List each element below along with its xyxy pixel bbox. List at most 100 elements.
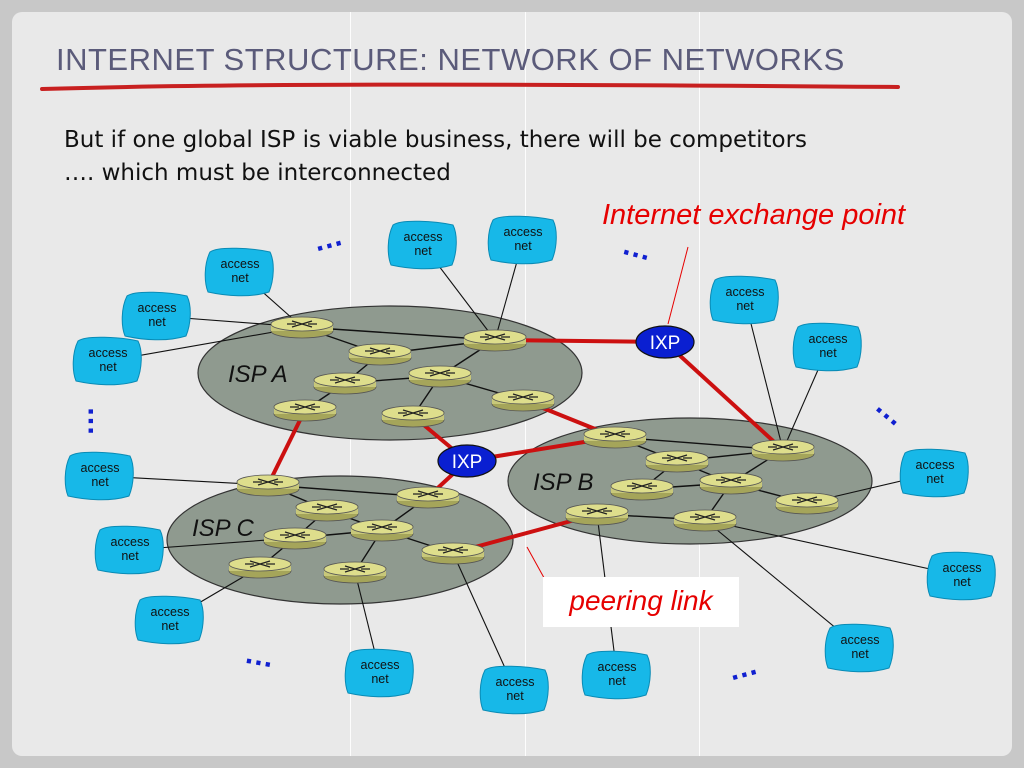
router-icon <box>323 561 387 584</box>
ixp-label: IXP <box>650 333 681 354</box>
access-net-label: net <box>608 674 626 688</box>
access-net-label: access <box>809 332 848 346</box>
access-net-label: access <box>89 346 128 360</box>
router-icon <box>228 556 292 579</box>
internal-link <box>301 326 496 341</box>
access-net-label: access <box>151 605 190 619</box>
peering-link <box>266 409 307 486</box>
router-icon <box>463 329 527 352</box>
ixp-label: IXP <box>452 452 483 473</box>
access-net-label: net <box>953 575 971 589</box>
access-net-label: access <box>841 633 880 647</box>
peering-link-callout: peering link <box>543 577 739 627</box>
access-net-label: net <box>371 672 389 686</box>
page-title: INTERNET STRUCTURE: NETWORK OF NETWORKS <box>56 42 845 77</box>
router-icon <box>565 503 629 526</box>
access-link <box>704 519 963 577</box>
access-net-label: access <box>221 257 260 271</box>
access-net-label: net <box>514 239 532 253</box>
access-net-label: net <box>231 271 249 285</box>
router-icon <box>775 492 839 515</box>
access-net-label: access <box>404 230 443 244</box>
ellipsis-more-networks: … <box>309 219 347 259</box>
ellipsis-more-networks: … <box>619 228 657 268</box>
router-icon <box>421 542 485 565</box>
access-net-label: net <box>851 647 869 661</box>
router-icon <box>295 499 359 522</box>
access-net-label: net <box>506 689 524 703</box>
callout-pointer <box>667 246 689 325</box>
access-net-label: access <box>943 561 982 575</box>
peering-link-callout-text: peering link <box>569 585 713 616</box>
subtitle-line-2: …. which must be interconnected <box>64 160 451 186</box>
ixp-callout: Internet exchange point <box>602 199 906 231</box>
ellipsis-more-networks: … <box>242 637 277 675</box>
router-icon <box>408 365 472 388</box>
isp-c-label: ISP C <box>192 515 254 542</box>
router-icon <box>699 472 763 495</box>
access-net-label: access <box>361 658 400 672</box>
router-icon <box>610 478 674 501</box>
router-icon <box>645 450 709 473</box>
access-link <box>744 299 784 451</box>
router-icon <box>396 486 460 509</box>
access-net-label: access <box>598 660 637 674</box>
access-net-label: access <box>504 225 543 239</box>
access-net-label: access <box>496 675 535 689</box>
router-icon <box>491 389 555 412</box>
ellipsis-more-networks: … <box>869 388 913 433</box>
ixp-top: IXP <box>635 325 695 359</box>
access-net-label: access <box>81 461 120 475</box>
access-net-label: net <box>91 475 109 489</box>
access-net-label: access <box>726 285 765 299</box>
isp-a-label: ISP A <box>228 361 288 388</box>
subtitle: But if one global ISP is viable business… <box>64 124 984 190</box>
router-icon <box>270 316 334 339</box>
router-icon <box>236 474 300 497</box>
access-net-label: access <box>138 301 177 315</box>
router-icon <box>263 527 327 550</box>
isp-b-label: ISP B <box>533 469 593 496</box>
ellipsis-more-networks: … <box>67 406 100 436</box>
slide: INTERNET STRUCTURE: NETWORK OF NETWORKS … <box>12 12 1012 756</box>
access-net-label: net <box>819 346 837 360</box>
router-icon <box>381 405 445 428</box>
access-net-label: net <box>121 549 139 563</box>
access-net-label: net <box>99 360 117 374</box>
subtitle-line-1: But if one global ISP is viable business… <box>64 127 808 153</box>
title-underline <box>40 82 900 91</box>
router-icon <box>313 372 377 395</box>
router-icon <box>350 519 414 542</box>
access-net-label: access <box>111 535 150 549</box>
access-net-label: net <box>161 619 179 633</box>
router-icon <box>583 426 647 449</box>
router-icon <box>673 509 737 532</box>
background-line <box>699 12 700 756</box>
access-net-label: net <box>148 315 166 329</box>
ixp-mid: IXP <box>437 444 497 478</box>
ellipsis-more-networks: … <box>724 648 762 688</box>
access-net-label: net <box>926 472 944 486</box>
access-net-label: net <box>414 244 432 258</box>
router-icon <box>751 439 815 462</box>
access-net-label: access <box>916 458 955 472</box>
peering-link <box>663 340 785 452</box>
